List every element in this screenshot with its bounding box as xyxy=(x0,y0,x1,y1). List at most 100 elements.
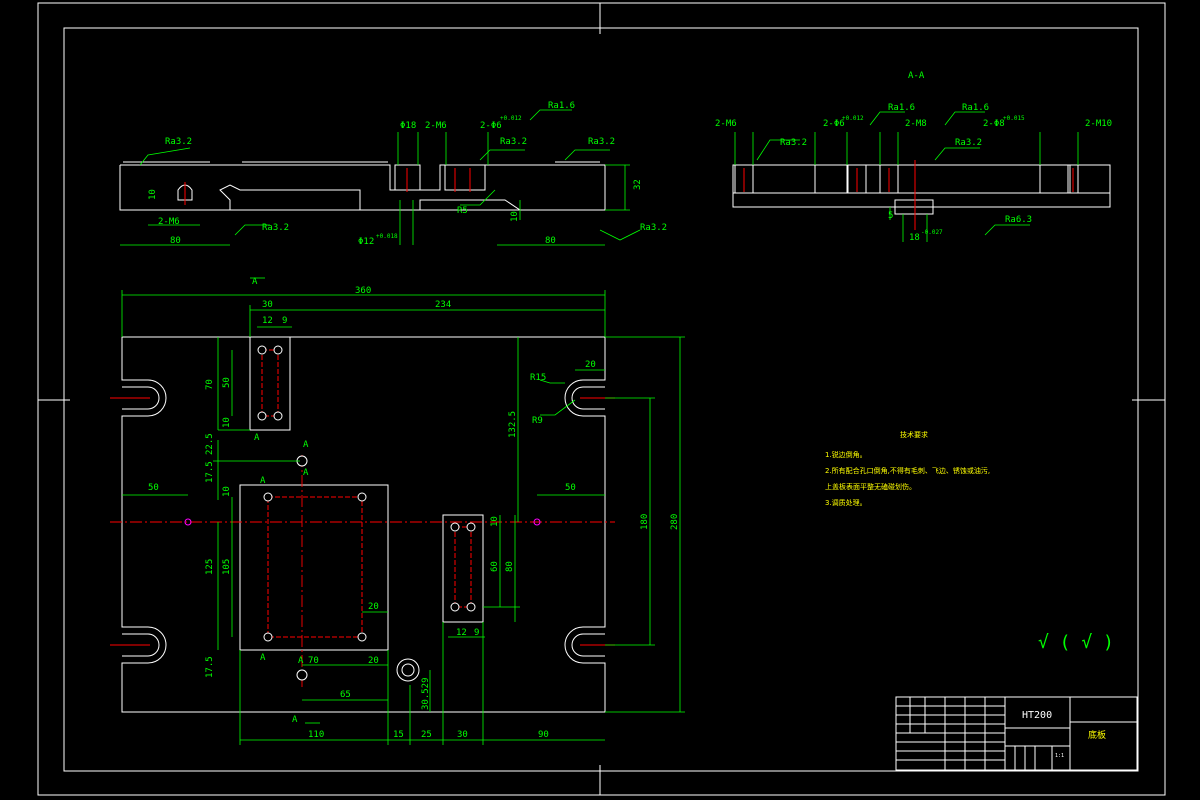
surface-roughness-default: √ ( √ ) xyxy=(1038,632,1114,653)
tolerance-label: +0.012 xyxy=(842,115,864,122)
dim-label: 60 xyxy=(490,561,500,572)
dim-label: 5 xyxy=(888,211,893,221)
dim-label: 17.5 xyxy=(205,656,215,678)
technical-notes: 技术要求 1.锐边倒角。 2.所有配合孔口倒角,不得有毛刺、飞边、锈蚀或油污, … xyxy=(825,430,990,507)
note-item: 2.所有配合孔口倒角,不得有毛刺、飞边、锈蚀或油污, xyxy=(825,466,990,475)
dim-label: 2-Φ6 xyxy=(823,119,845,129)
dim-label: 360 xyxy=(355,286,371,296)
dim-label: 70 xyxy=(205,379,215,390)
dim-label: 32 xyxy=(633,179,643,190)
dim-label: 2-M8 xyxy=(905,119,927,129)
ra-label: Ra3.2 xyxy=(262,223,289,233)
ra-label: Ra1.6 xyxy=(548,101,575,111)
dim-label: 125 xyxy=(205,559,215,575)
elevation-view xyxy=(119,109,641,246)
note-item: 上盖板表面平整无磕碰划伤。 xyxy=(825,482,916,491)
note-item: 1.锐边倒角。 xyxy=(825,450,867,459)
dim-label: 30.529 xyxy=(421,677,431,710)
section-mark: A xyxy=(303,440,309,450)
dim-label: 18 xyxy=(909,233,920,243)
radius-label: R9 xyxy=(532,416,543,426)
dim-label: 20 xyxy=(368,602,379,612)
dim-label: 20 xyxy=(585,360,596,370)
tolerance-label: -0.027 xyxy=(921,229,943,236)
plan-labels: 360 234 30 12 9 70 50 10 22.5 17.5 10 12… xyxy=(148,277,680,740)
dim-label: Φ12 xyxy=(358,237,374,247)
dim-label: 70 xyxy=(308,656,319,666)
section-mark: A xyxy=(298,656,304,666)
section-mark: A xyxy=(254,433,260,443)
hole-markers xyxy=(257,345,476,681)
section-title: A-A xyxy=(908,71,925,81)
dim-label: 50 xyxy=(148,483,159,493)
dim-label: 65 xyxy=(340,690,351,700)
section-mark: A xyxy=(292,715,298,725)
note-item: 3.调质处理。 xyxy=(825,498,867,507)
dim-label: 12 xyxy=(456,628,467,638)
notes-heading: 技术要求 xyxy=(900,430,928,439)
dim-label: 9 xyxy=(282,316,287,326)
dim-label: 30 xyxy=(457,730,468,740)
dim-label: 9 xyxy=(474,628,479,638)
tolerance-label: +0.018 xyxy=(376,233,398,240)
section-labels: A-A 2-M6 2-Φ6 +0.012 Ra1.6 2-M8 Ra1.6 2-… xyxy=(715,71,1112,243)
dim-label: 80 xyxy=(170,236,181,246)
section-mark: A xyxy=(260,476,266,486)
ra-label: Ra3.2 xyxy=(165,137,192,147)
tolerance-label: +0.012 xyxy=(500,115,522,122)
dim-label: 234 xyxy=(435,300,451,310)
dim-label: 2-M6 xyxy=(425,121,447,131)
dim-label: 2-Φ6 xyxy=(480,121,502,131)
dim-label: 10 xyxy=(222,486,232,497)
section-view xyxy=(732,111,1111,242)
plan-view xyxy=(110,277,685,745)
radius-label: R15 xyxy=(530,373,546,383)
dim-label: 50 xyxy=(565,483,576,493)
section-mark: A xyxy=(252,277,258,287)
ra-label: Ra1.6 xyxy=(962,103,989,113)
sheet-frame xyxy=(37,2,1166,796)
dim-label: 80 xyxy=(545,236,556,246)
dim-label: 17.5 xyxy=(205,461,215,483)
dim-label: 90 xyxy=(538,730,549,740)
ra-label: Ra3.2 xyxy=(588,137,615,147)
material-label: HT200 xyxy=(1022,710,1052,721)
dim-label: 30 xyxy=(262,300,273,310)
dim-label: 132.5 xyxy=(508,411,518,438)
dim-label: 10 xyxy=(490,516,500,527)
dim-label: 12 xyxy=(262,316,273,326)
dim-label: 80 xyxy=(505,561,515,572)
elevation-labels: Ra3.2 Ra3.2 Ra3.2 Ra3.2 Ra3.2 Ra1.6 Φ18 … xyxy=(148,101,667,247)
dim-label: 10 xyxy=(222,417,232,428)
dim-label: 105 xyxy=(222,559,232,575)
dim-label: 15 xyxy=(393,730,404,740)
dim-label: 25 xyxy=(421,730,432,740)
dim-label: R5 xyxy=(457,206,468,216)
dim-label: 50 xyxy=(222,377,232,388)
dim-label: 20 xyxy=(368,656,379,666)
dim-label: 2-Φ8 xyxy=(983,119,1005,129)
dim-label: Φ18 xyxy=(400,121,416,131)
ra-label: Ra1.6 xyxy=(888,103,915,113)
dim-label: 2-M6 xyxy=(715,119,737,129)
dim-label: 110 xyxy=(308,730,324,740)
ra-label: Ra3.2 xyxy=(500,137,527,147)
dim-label: 2-M6 xyxy=(158,217,180,227)
dim-label: 280 xyxy=(670,514,680,530)
dim-label: 2-M10 xyxy=(1085,119,1112,129)
ra-label: Ra6.3 xyxy=(1005,215,1032,225)
dim-label: 22.5 xyxy=(205,433,215,455)
ra-label: Ra3.2 xyxy=(640,223,667,233)
dim-label: 180 xyxy=(640,514,650,530)
dim-label: 10 xyxy=(148,189,158,200)
ra-label: Ra3.2 xyxy=(955,138,982,148)
tolerance-label: +0.015 xyxy=(1003,115,1025,122)
ra-label: Ra3.2 xyxy=(780,138,807,148)
section-mark: A xyxy=(303,468,309,478)
part-name: 底板 xyxy=(1088,729,1106,741)
scale-label: 1:1 xyxy=(1055,753,1064,759)
section-mark: A xyxy=(260,653,266,663)
title-block: HT200 底板 1:1 xyxy=(895,696,1138,771)
dim-label: 10 xyxy=(510,211,520,222)
